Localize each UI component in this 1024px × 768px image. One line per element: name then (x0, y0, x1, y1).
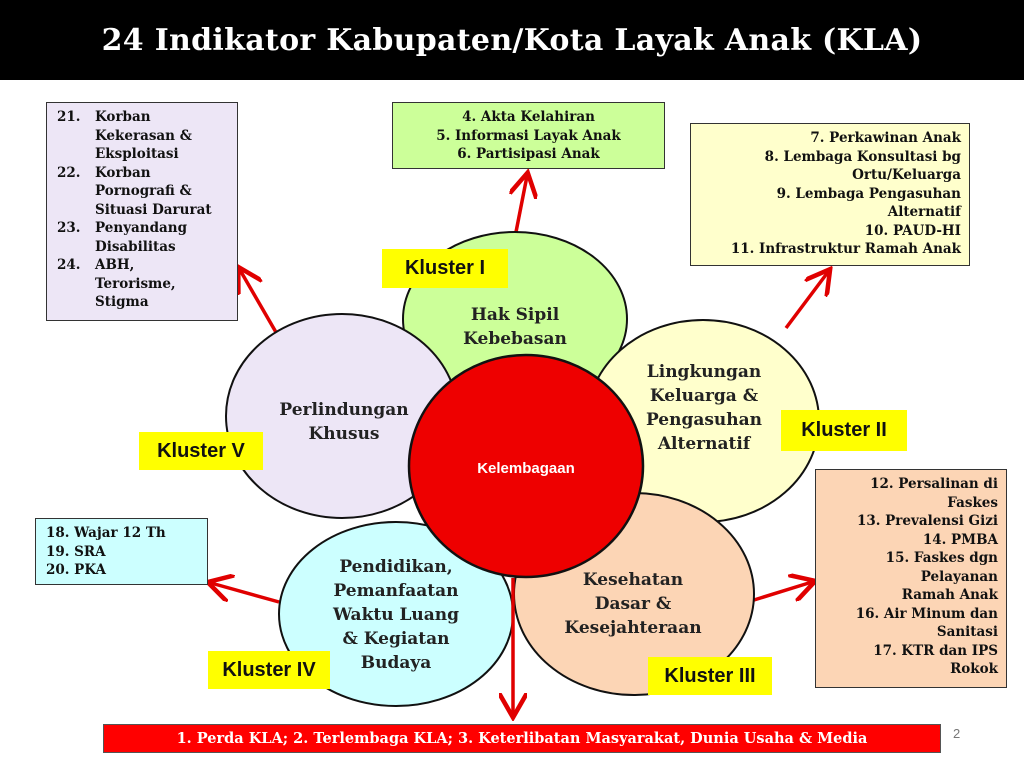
center-label: Kelembagaan (477, 460, 575, 477)
institutional-bar: 1. Perda KLA; 2. Terlembaga KLA; 3. Kete… (103, 724, 941, 753)
indicators-kluster-1: 4. Akta Kelahiran 5. Informasi Layak Ana… (392, 102, 665, 169)
petal-label-kluster-1: Hak Sipil Kebebasan (463, 305, 567, 349)
arrow-kluster-3 (753, 582, 812, 602)
kluster-tag-4: Kluster IV (208, 651, 330, 689)
kluster-tag-1: Kluster I (382, 249, 508, 288)
kluster-tag-3: Kluster III (648, 657, 772, 695)
institutional-text: 1. Perda KLA; 2. Terlembaga KLA; 3. Kete… (176, 730, 868, 747)
petal-label-kluster-3: Kesehatan Dasar & Kesejahteraan (564, 570, 702, 638)
indicator-line: Ramah Anak (901, 587, 998, 603)
arrow-kluster-1 (516, 176, 527, 233)
indicator-line: 5. Informasi Layak Anak (436, 127, 621, 144)
indicator-line: 11. Infrastruktur Ramah Anak (730, 241, 961, 257)
indicator-24: 24.ABH,Terorisme,Stigma (57, 257, 176, 310)
indicators-kluster-3: 12. Persalinan di Faskes 13. Prevalensi … (815, 469, 1007, 688)
page-number: 2 (953, 726, 961, 741)
title-bar: 24 Indikator Kabupaten/Kota Layak Anak (… (0, 0, 1024, 80)
indicator-line: 6. Partisipasi Anak (457, 146, 600, 162)
indicator-line: Alternatif (887, 204, 961, 220)
indicator-line: 17. KTR dan IPS (873, 642, 998, 659)
indicator-line: 15. Faskes dgn (885, 550, 998, 566)
indicator-line: 10. PAUD-HI (864, 222, 961, 239)
petal-label-kluster-5: Perlindungan Khusus (279, 400, 409, 444)
center-circle (407, 353, 645, 579)
arrow-kluster-2 (784, 272, 828, 330)
indicator-line: Ortu/Keluarga (852, 167, 961, 183)
indicator-line: 13. Prevalensi Gizi (856, 513, 998, 529)
kluster-tag-5: Kluster V (139, 432, 263, 470)
indicator-line: 7. Perkawinan Anak (810, 130, 961, 146)
kluster-tag-2: Kluster II (781, 410, 907, 451)
petal-label-kluster-4: Pendidikan, Pemanfaatan Waktu Luang & Ke… (332, 557, 460, 673)
indicator-line: Sanitasi (936, 624, 998, 640)
indicator-line: 12. Persalinan di (870, 476, 998, 492)
indicator-line: 14. PMBA (922, 531, 998, 548)
indicator-line: 19. SRA (46, 543, 106, 560)
indicator-line: 20. PKA (46, 562, 106, 578)
indicator-line: Faskes (947, 494, 998, 511)
indicator-line: 9. Lembaga Pengasuhan (776, 185, 961, 202)
indicator-line: 16. Air Minum dan (855, 605, 998, 622)
page-title: 24 Indikator Kabupaten/Kota Layak Anak (… (101, 22, 923, 58)
indicator-line: 8. Lembaga Konsultasi bg (764, 148, 961, 165)
petal-label-kluster-2: Lingkungan Keluarga & Pengasuhan Alterna… (645, 362, 763, 454)
indicator-line: 18. Wajar 12 Th (46, 525, 166, 541)
indicators-kluster-4: 18. Wajar 12 Th 19. SRA 20. PKA (35, 518, 208, 585)
indicator-line: Rokok (950, 661, 998, 677)
arrow-kluster-4 (211, 583, 280, 604)
indicator-line: Pelayanan (920, 568, 998, 585)
indicator-line: 4. Akta Kelahiran (462, 109, 595, 125)
arrow-kluster-5 (240, 270, 279, 335)
indicators-kluster-2: 7. Perkawinan Anak 8. Lembaga Konsultasi… (690, 123, 970, 266)
